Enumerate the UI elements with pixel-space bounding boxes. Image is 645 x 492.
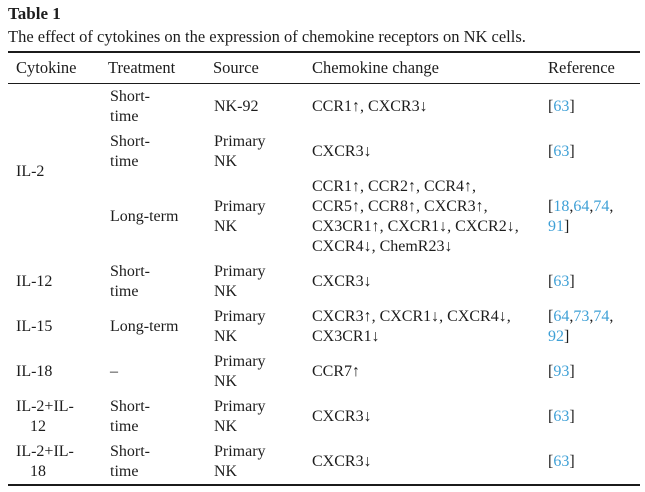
table-row: IL-18 – Primary NK CCR7↑ [93] xyxy=(8,349,640,394)
citation-link[interactable]: 74 xyxy=(593,197,610,215)
source-cell: Primary NK xyxy=(214,397,266,435)
table-row: IL-15 Long-term Primary NK CXCR3↑, CXCR1↓, … xyxy=(8,304,640,349)
source-cell: NK-92 xyxy=(214,97,259,115)
citation-link[interactable]: 63 xyxy=(553,142,570,160)
treatment-cell: Long-term xyxy=(110,317,179,335)
col-header-source: Source xyxy=(213,58,259,77)
chemokine-cell: CCR1↑, CXCR3↓ xyxy=(312,97,428,115)
source-cell: Primary NK xyxy=(214,132,266,170)
citation-link[interactable]: 63 xyxy=(553,97,570,115)
col-header-cytokine: Cytokine xyxy=(16,58,77,77)
col-header-chemokine-change: Chemokine change xyxy=(312,58,439,77)
cytokine-cell: IL-15 xyxy=(16,317,53,335)
reference-cell: [64,73,74,92] xyxy=(548,307,614,345)
reference-cell: [63] xyxy=(548,407,575,425)
table-title: Table 1 xyxy=(8,4,61,23)
header-row: Cytokine Treatment Source Chemokine chan… xyxy=(8,52,640,84)
treatment-cell: – xyxy=(110,362,118,380)
chemokine-cell: CXCR3↓ xyxy=(312,272,372,290)
cytokine-cell: IL-12 xyxy=(16,272,53,290)
table-caption: The effect of cytokines on the expressio… xyxy=(8,27,526,46)
citation-link[interactable]: 92 xyxy=(548,327,564,345)
chemokine-cell: CXCR3↓ xyxy=(312,452,372,470)
reference-cell: [63] xyxy=(548,142,575,160)
source-cell: Primary NK xyxy=(214,307,266,345)
chemokine-cell: CXCR3↓ xyxy=(312,407,372,425)
treatment-cell: Short- time xyxy=(110,442,150,480)
reference-cell: [18,64,74,91] xyxy=(548,197,614,235)
cytokine-cell: IL-18 xyxy=(16,362,53,380)
source-cell: Primary NK xyxy=(214,197,266,235)
reference-cell: [93] xyxy=(548,362,575,380)
reference-cell: [63] xyxy=(548,97,575,115)
citation-link[interactable]: 63 xyxy=(553,407,570,425)
source-cell: Primary NK xyxy=(214,442,266,480)
cytokine-cell: IL-2 xyxy=(16,162,45,180)
treatment-cell: Short- time xyxy=(110,87,150,125)
treatment-cell: Long-term xyxy=(110,207,179,225)
treatment-cell: Short- time xyxy=(110,132,150,170)
citation-link[interactable]: 63 xyxy=(553,452,570,470)
chemokine-cell: CXCR3↓ xyxy=(312,142,372,160)
table-row: Long-term Primary NK CCR1↑, CCR2↑, CCR4↑, … xyxy=(8,174,640,259)
source-cell: Primary NK xyxy=(214,352,266,390)
chemokine-cell: CCR1↑, CCR2↑, CCR4↑, CCR5↑, CCR8↑, CXCR3… xyxy=(312,177,519,255)
col-header-reference: Reference xyxy=(548,58,615,77)
cytokine-cell: IL-2+IL- 12 xyxy=(16,397,74,435)
citation-link[interactable]: 64 xyxy=(553,307,570,325)
table-row: IL-12 Short- time Primary NK CXCR3↓ [63] xyxy=(8,259,640,304)
citation-link[interactable]: 91 xyxy=(548,217,564,235)
reference-cell: [63] xyxy=(548,452,575,470)
col-header-treatment: Treatment xyxy=(108,58,176,77)
citation-link[interactable]: 64 xyxy=(573,197,590,215)
cytokine-cell: IL-2+IL- 18 xyxy=(16,442,74,480)
citation-link[interactable]: 74 xyxy=(593,307,610,325)
table-row: IL-2 Short- time NK-92 CCR1↑, CXCR3↓ [63] xyxy=(8,84,640,180)
chemokine-cell: CXCR3↑, CXCR1↓, CXCR4↓, CX3CR1↓ xyxy=(312,307,511,345)
citation-link[interactable]: 18 xyxy=(553,197,570,215)
table-header: Cytokine Treatment Source Chemokine chan… xyxy=(8,52,640,84)
table-row: IL-2+IL- 12 Short- time Primary NK CXCR3↓ [6… xyxy=(8,394,640,439)
citation-link[interactable]: 93 xyxy=(553,362,570,380)
citation-link[interactable]: 63 xyxy=(553,272,570,290)
table-row: Short- time Primary NK CXCR3↓ [63] xyxy=(8,129,640,174)
treatment-cell: Short- time xyxy=(110,397,150,435)
source-cell: Primary NK xyxy=(214,262,266,300)
chemokine-cell: CCR7↑ xyxy=(312,362,361,380)
cytokine-chemokine-table: Cytokine Treatment Source Chemokine chan… xyxy=(8,51,640,486)
treatment-cell: Short- time xyxy=(110,262,150,300)
table-row: IL-2+IL- 18 Short- time Primary NK CXCR3↓ [6… xyxy=(8,439,640,485)
reference-cell: [63] xyxy=(548,272,575,290)
citation-link[interactable]: 73 xyxy=(573,307,590,325)
